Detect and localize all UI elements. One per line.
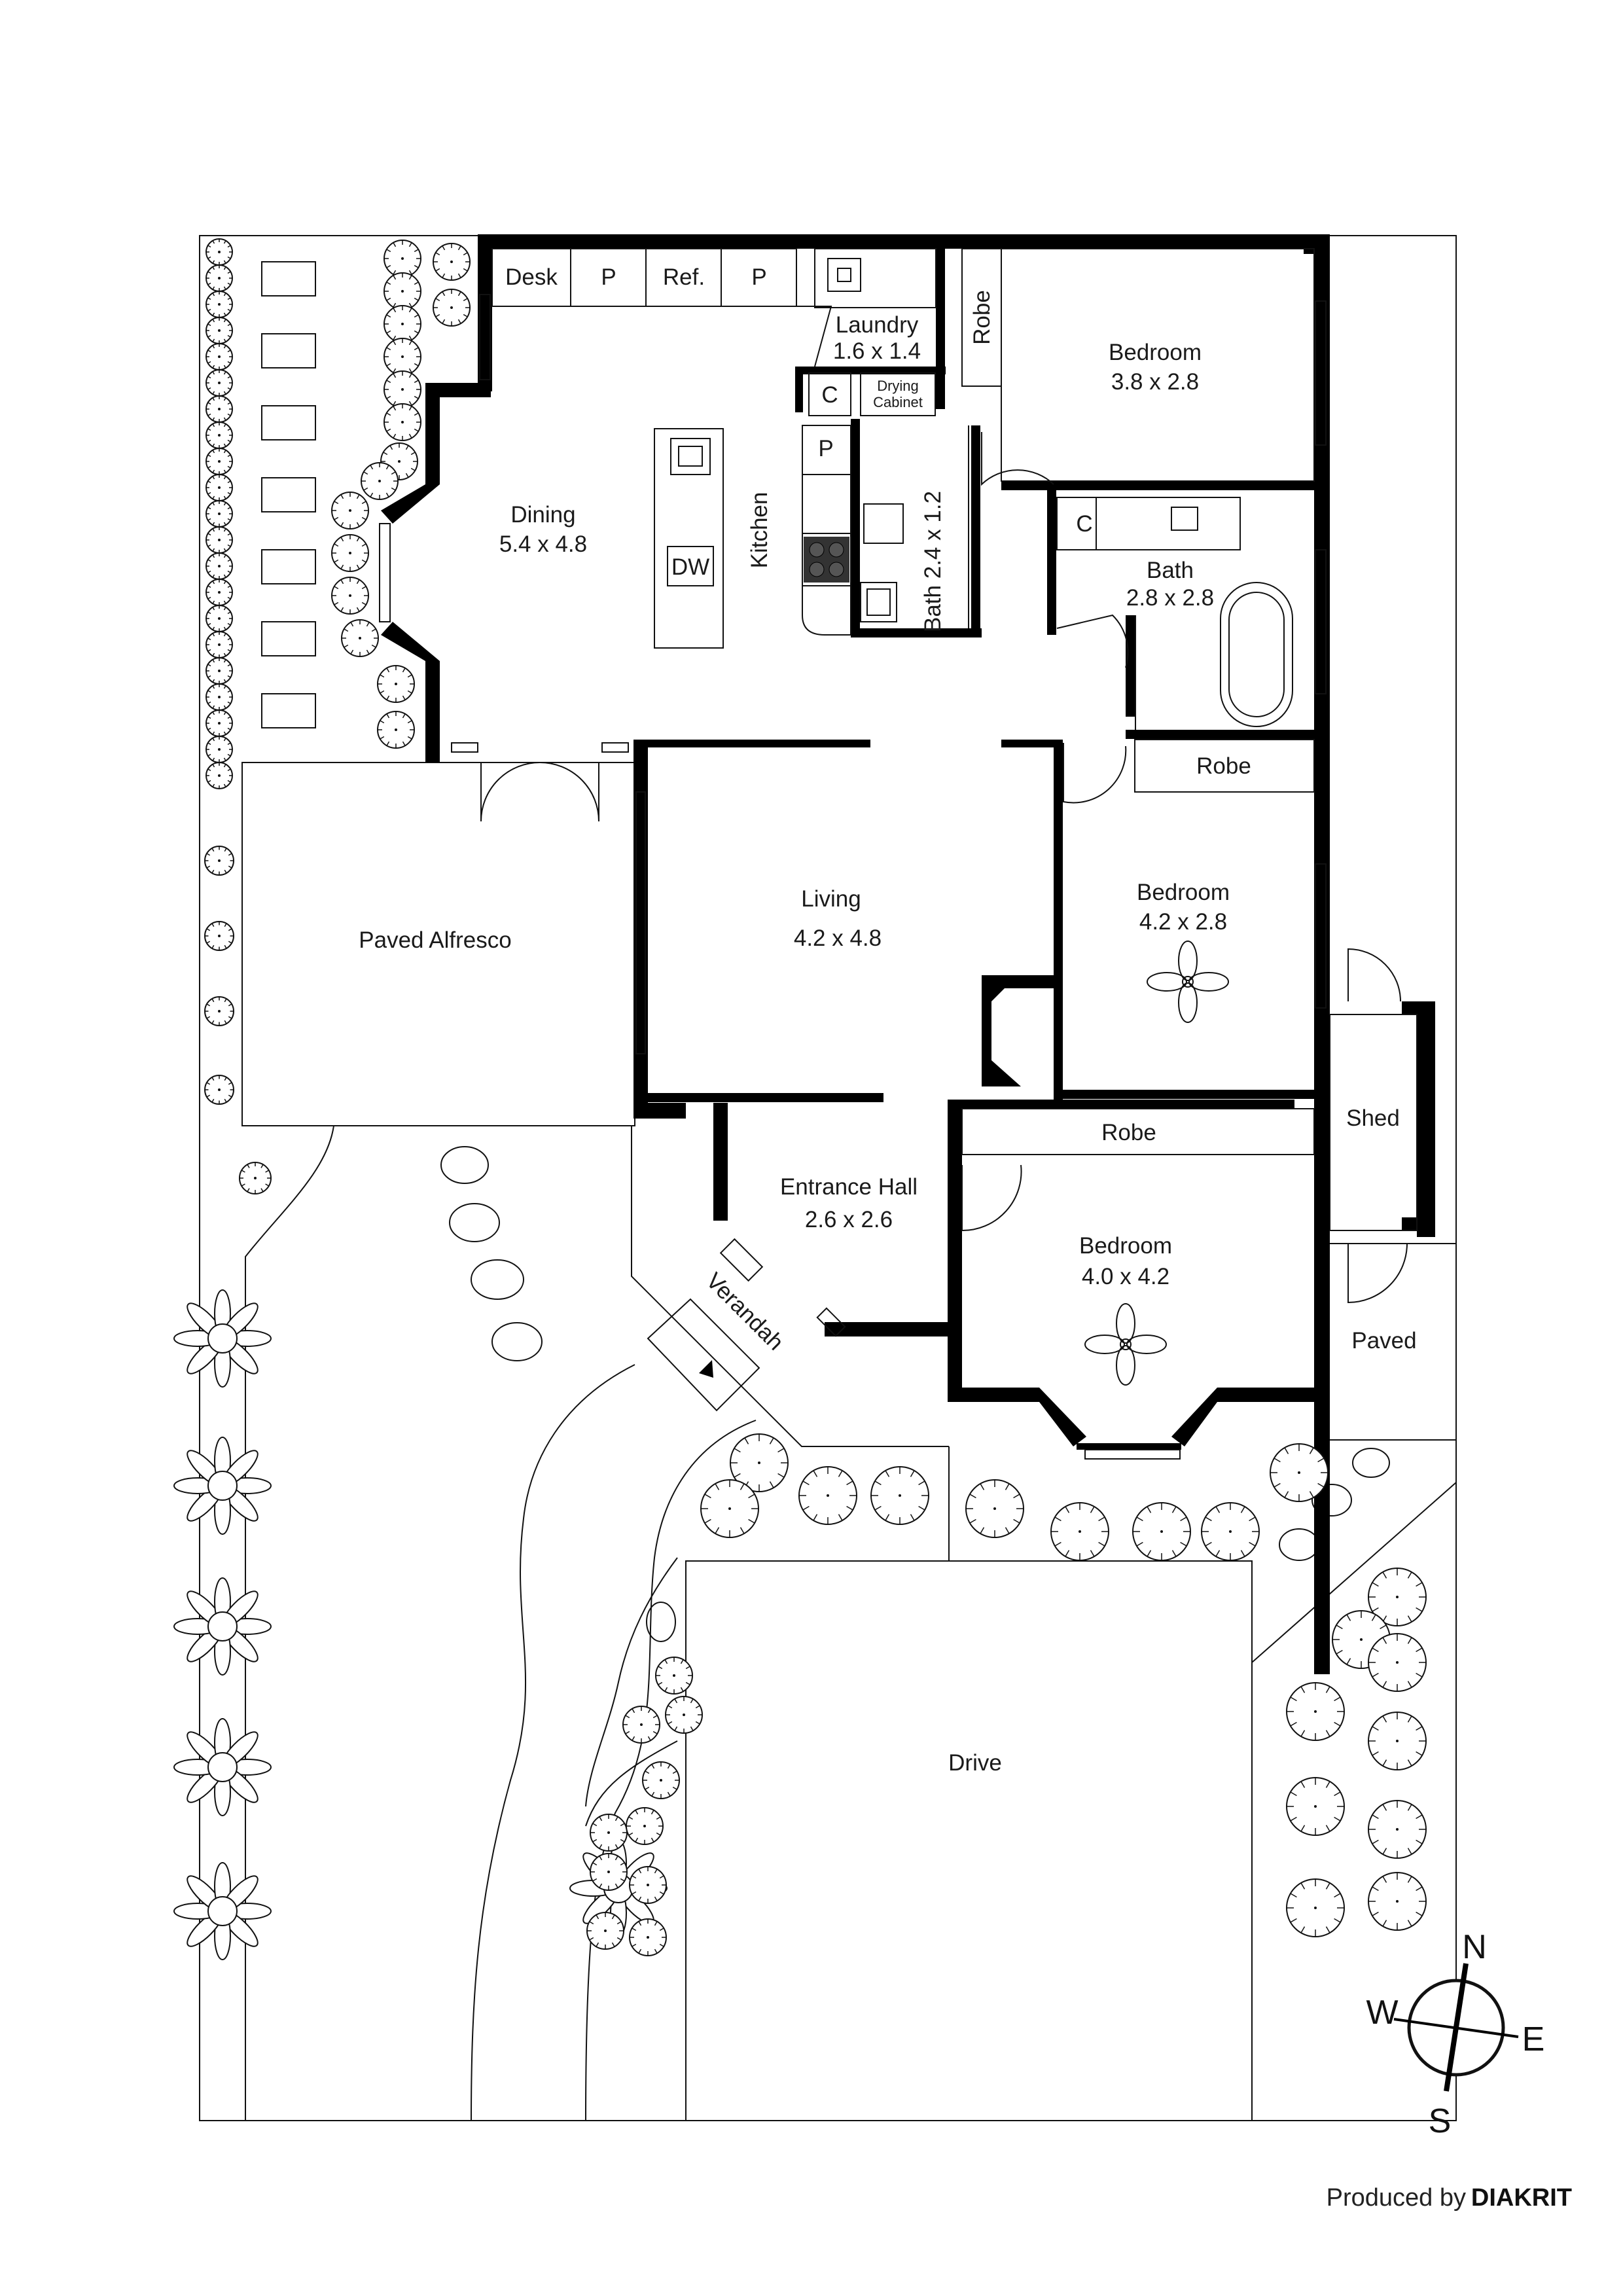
bedroom-dim: 4.2 x 2.8 [1139,909,1227,935]
laundry-cupboard-label: C [821,382,838,408]
credit-prefix: Produced by [1327,2184,1466,2212]
garden-edge-curve [245,1125,334,2121]
cupboard-label: C [1076,511,1092,537]
walls [381,234,1435,1674]
star-shrub-icon [173,1289,272,1388]
robe-label: Robe [1196,753,1251,779]
entry-arrow-icon [699,1360,713,1378]
star-shrub-icon [173,1577,272,1676]
entrance-hall-name: Entrance Hall [780,1174,918,1200]
laundry-name: Laundry [836,312,919,338]
dishwasher-label: DW [671,554,709,580]
garden-bed-edge-2 [585,1740,678,1827]
living-name: Living [801,886,861,912]
doors [480,432,1408,1304]
compass-west: W [1366,1994,1398,2032]
dining-dim: 5.4 x 4.8 [499,531,587,557]
bedroom-name: Bedroom [1109,340,1202,365]
bath-label: Bath 2.4 x 1.2 [920,491,946,632]
drive-label: Drive [948,1750,1002,1776]
garden-bed-edge [585,1557,678,1807]
drive-area [685,1560,1253,2121]
compass-south: S [1429,2102,1452,2140]
compass: N E S W [1366,1928,1544,2140]
drying-cabinet-label: Cabinet [873,394,923,410]
joinery [491,248,1418,1231]
compass-north: N [1462,1928,1487,1966]
drying-cabinet-label: Drying [877,378,919,394]
round-shrubs [586,1433,1427,1956]
laundry-dim: 1.6 x 1.4 [833,338,921,364]
star-shrubs [173,1289,668,1960]
star-shrub-icon [173,1437,272,1535]
fridge-label: Ref. [663,264,705,290]
alfresco-label: Paved Alfresco [359,927,511,953]
courtyard-trees [239,240,471,1194]
stepping-stones [261,261,316,728]
path-curve-left [471,1364,635,2121]
verandah-label: Verandah [701,1268,789,1355]
bedroom-dim: 3.8 x 2.8 [1111,369,1199,395]
star-shrub-icon [173,1862,272,1960]
bath-dim: 2.8 x 2.8 [1126,585,1214,611]
desk-label: Desk [505,264,558,290]
verandah-outline [631,1126,949,1447]
living-dim: 4.2 x 4.8 [794,925,882,951]
verandah-step [647,1298,760,1412]
compass-east: E [1522,2020,1545,2058]
pantry-label: P [751,264,766,290]
robe-label: Robe [1101,1120,1156,1145]
hedge-trees [204,238,234,1105]
robe-label: Robe [969,290,995,345]
bath-name: Bath [1147,558,1194,583]
credit-brand: DIAKRIT [1471,2184,1572,2212]
paved-label: Paved [1351,1328,1416,1354]
dining-name: Dining [510,502,575,528]
bedroom-dim: 4.0 x 4.2 [1082,1264,1169,1289]
star-shrub-icon [173,1718,272,1816]
pantry-label: P [601,264,616,290]
windows [379,294,1327,1460]
pantry-label: P [818,436,833,461]
shed-label: Shed [1346,1105,1400,1131]
ceiling-fan-icon [1147,941,1229,1023]
ceiling-fan-icon [1084,1303,1167,1386]
kitchen-label: Kitchen [747,492,772,569]
bedroom-name: Bedroom [1079,1233,1172,1259]
room-labels: Desk P Ref. P Laundry 1.6 x 1.4 C Drying… [359,264,1416,1776]
entrance-hall-dim: 2.6 x 2.6 [805,1207,893,1232]
bedroom-name: Bedroom [1137,880,1230,905]
